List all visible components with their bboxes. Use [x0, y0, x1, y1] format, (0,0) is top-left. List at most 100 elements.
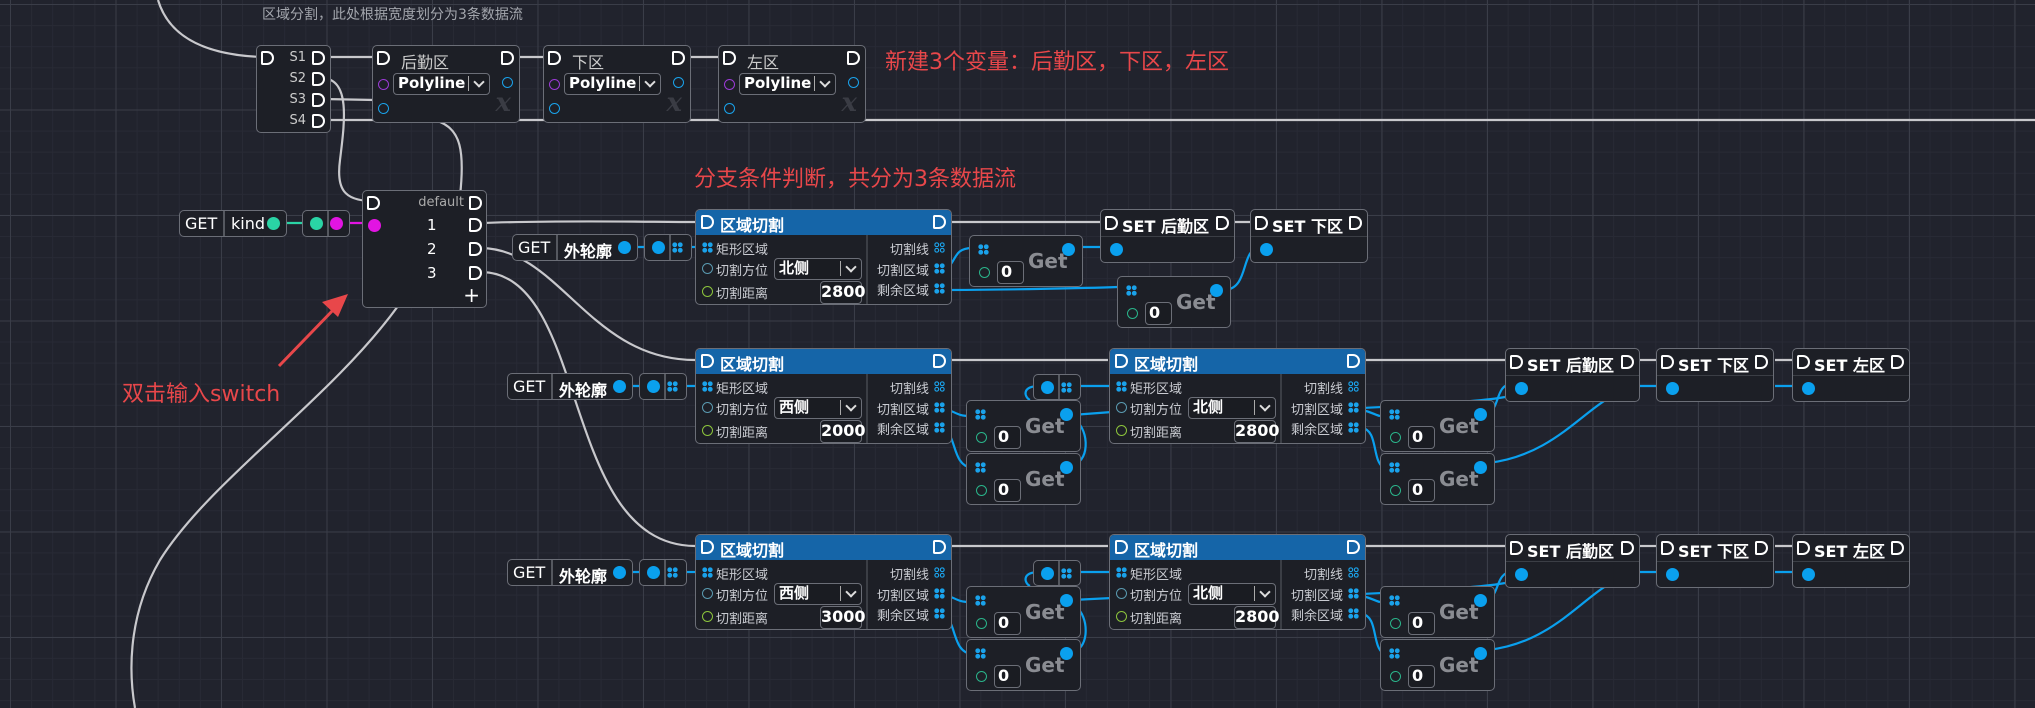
exec-out-pin[interactable]	[469, 218, 482, 232]
index-input[interactable]: 0	[1408, 612, 1435, 635]
value-in-pin[interactable]	[1260, 243, 1273, 256]
index-input[interactable]: 0	[1145, 302, 1172, 325]
index-in-pin[interactable]	[979, 267, 990, 278]
index-in-pin[interactable]	[1390, 618, 1401, 629]
value-out-pin[interactable]	[1474, 594, 1487, 607]
exec-out-pin[interactable]	[312, 72, 325, 86]
type-dropdown[interactable]: Polyline	[739, 73, 836, 95]
set-variable-node[interactable]: SET 下区	[1250, 209, 1368, 263]
value-in-pin[interactable]	[652, 241, 665, 254]
convert-node[interactable]	[1033, 374, 1081, 400]
set-variable-node[interactable]: SET 后勤区	[1505, 534, 1640, 588]
exec-in-pin[interactable]	[1115, 354, 1128, 368]
exec-out-pin[interactable]	[1621, 355, 1634, 369]
exec-out-pin[interactable]	[672, 51, 685, 65]
cut-line-out-pin[interactable]	[934, 567, 945, 578]
direction-in-pin[interactable]	[702, 588, 713, 599]
type-pin[interactable]	[378, 79, 389, 90]
array-out-pin[interactable]	[1061, 568, 1072, 579]
exec-out-pin[interactable]	[469, 242, 482, 256]
rest-region-out-pin[interactable]	[934, 283, 945, 294]
cut-region-out-pin[interactable]	[1348, 588, 1359, 599]
array-in-pin[interactable]	[975, 462, 986, 473]
rect-in-pin[interactable]	[702, 242, 713, 253]
index-in-pin[interactable]	[976, 432, 987, 443]
index-in-pin[interactable]	[1390, 671, 1401, 682]
variable-node[interactable]: 下区 Polyline x	[543, 45, 691, 123]
exec-out-pin[interactable]	[501, 51, 514, 65]
type-pin[interactable]	[724, 79, 735, 90]
variable-node[interactable]: 后勤区 Polyline x	[372, 45, 520, 123]
array-in-pin[interactable]	[975, 648, 986, 659]
exec-in-pin[interactable]	[1661, 541, 1674, 555]
exec-out-pin[interactable]	[933, 540, 946, 554]
exec-in-pin[interactable]	[701, 215, 714, 229]
cut-region-out-pin[interactable]	[934, 263, 945, 274]
index-input[interactable]: 0	[994, 612, 1021, 635]
exec-out-pin[interactable]	[933, 354, 946, 368]
index-input[interactable]: 0	[994, 479, 1021, 502]
exec-in-pin[interactable]	[723, 51, 736, 65]
set-variable-node[interactable]: SET 后勤区	[1505, 348, 1640, 402]
value-out-pin[interactable]	[1060, 647, 1073, 660]
exec-out-pin[interactable]	[1755, 541, 1768, 555]
convert-node[interactable]	[644, 234, 692, 261]
exec-in-pin[interactable]	[548, 51, 561, 65]
value-out-pin[interactable]	[1060, 594, 1073, 607]
exec-in-pin[interactable]	[377, 51, 390, 65]
index-input[interactable]: 0	[997, 261, 1024, 284]
distance-in-pin[interactable]	[1116, 611, 1127, 622]
set-variable-node[interactable]: SET 后勤区	[1100, 209, 1235, 263]
array-in-pin[interactable]	[975, 409, 986, 420]
value-in-pin[interactable]	[1802, 382, 1815, 395]
rest-region-out-pin[interactable]	[1348, 422, 1359, 433]
cut-line-out-pin[interactable]	[1348, 567, 1359, 578]
direction-dropdown[interactable]: 西侧	[774, 397, 862, 419]
direction-dropdown[interactable]: 北侧	[1188, 583, 1276, 605]
value-out-pin[interactable]	[502, 77, 513, 88]
value-out-pin[interactable]	[613, 566, 626, 579]
convert-node[interactable]	[1033, 560, 1081, 586]
exec-out-pin[interactable]	[312, 93, 325, 107]
index-in-pin[interactable]	[976, 671, 987, 682]
set-variable-node[interactable]: SET 下区	[1656, 348, 1774, 402]
value-out-pin[interactable]	[848, 77, 859, 88]
exec-out-pin[interactable]	[1891, 541, 1904, 555]
value-out-pin[interactable]	[613, 380, 626, 393]
cut-region-out-pin[interactable]	[1348, 402, 1359, 413]
selection-in-pin[interactable]	[368, 219, 381, 232]
exec-out-pin[interactable]	[1347, 354, 1360, 368]
exec-out-pin[interactable]	[469, 266, 482, 280]
direction-in-pin[interactable]	[702, 263, 713, 274]
array-out-pin[interactable]	[667, 381, 678, 392]
value-in-pin[interactable]	[1666, 568, 1679, 581]
direction-dropdown[interactable]: 北侧	[774, 258, 862, 280]
exec-in-pin[interactable]	[1105, 216, 1118, 230]
exec-out-pin[interactable]	[469, 196, 482, 210]
index-in-pin[interactable]	[1127, 308, 1138, 319]
index-input[interactable]: 0	[1408, 665, 1435, 688]
get-kind-node[interactable]: GET kind	[179, 210, 287, 237]
exec-out-pin[interactable]	[1621, 541, 1634, 555]
exec-in-pin[interactable]	[367, 196, 380, 210]
exec-in-pin[interactable]	[701, 540, 714, 554]
index-input[interactable]: 0	[1408, 426, 1435, 449]
index-in-pin[interactable]	[976, 618, 987, 629]
exec-in-pin[interactable]	[1661, 355, 1674, 369]
enum-out-pin[interactable]	[330, 217, 343, 230]
value-in-pin[interactable]	[378, 103, 389, 114]
exec-in-pin[interactable]	[261, 51, 274, 65]
value-out-pin[interactable]	[1474, 461, 1487, 474]
